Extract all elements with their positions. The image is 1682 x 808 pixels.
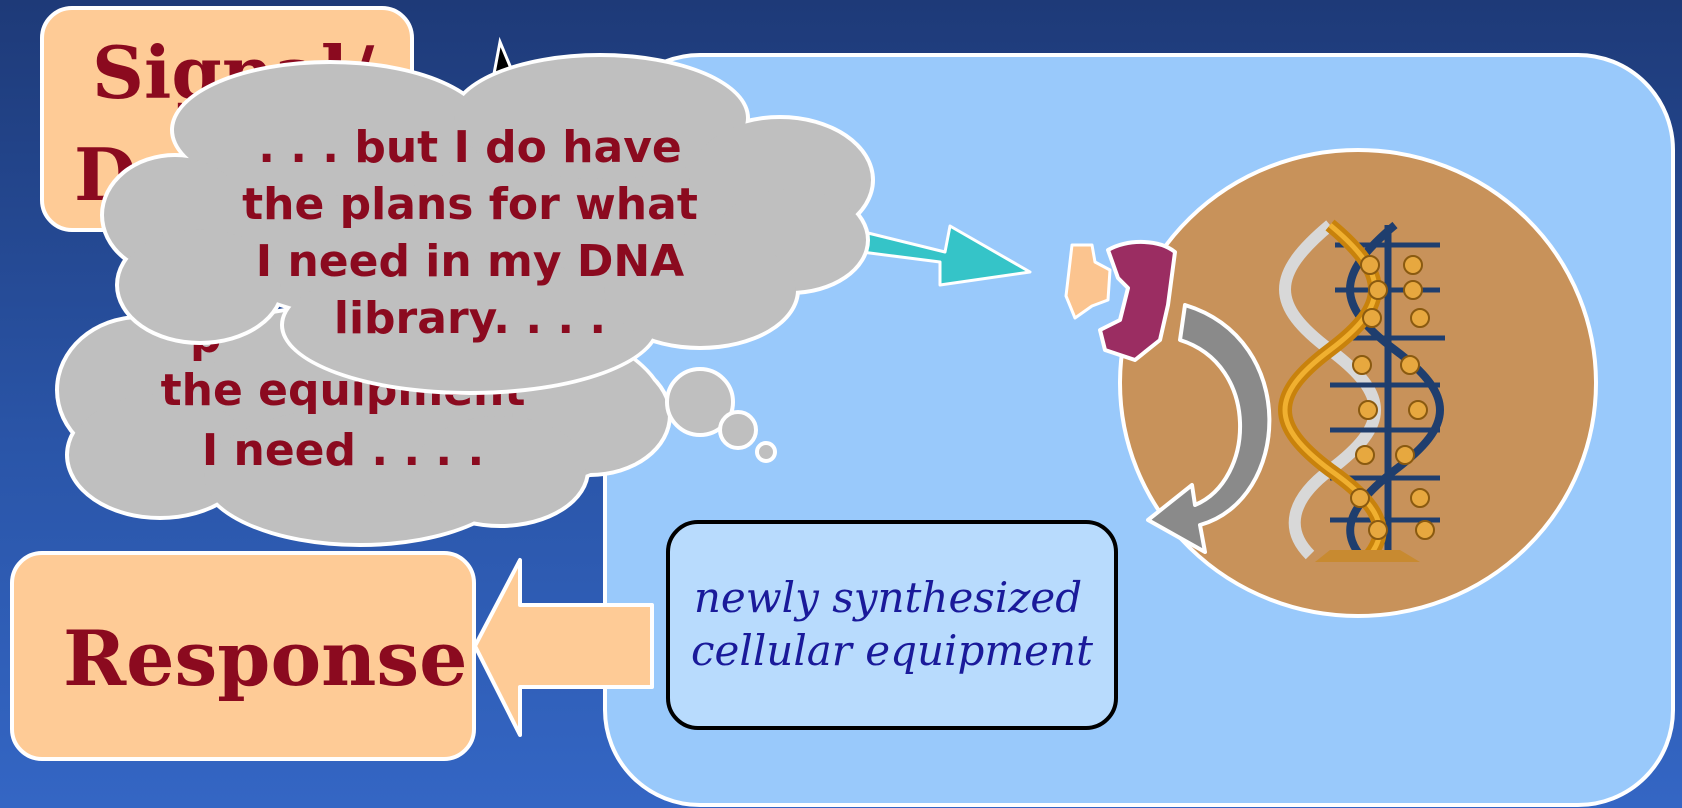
equipment-label-line1: newly synthesized — [694, 573, 1082, 622]
equipment-box — [668, 522, 1116, 728]
thought-back-line3: I need . . . . — [202, 425, 484, 476]
thought-front-line2: the plans for what — [242, 179, 698, 230]
thought-front-line3: I need in my DNA — [256, 236, 684, 287]
equipment-label-line2: cellular equipment — [691, 626, 1093, 675]
thought-front-line1: . . . but I do have — [258, 122, 682, 173]
thought-front-line4: library. . . . — [334, 293, 606, 344]
response-label: Response — [63, 614, 468, 703]
